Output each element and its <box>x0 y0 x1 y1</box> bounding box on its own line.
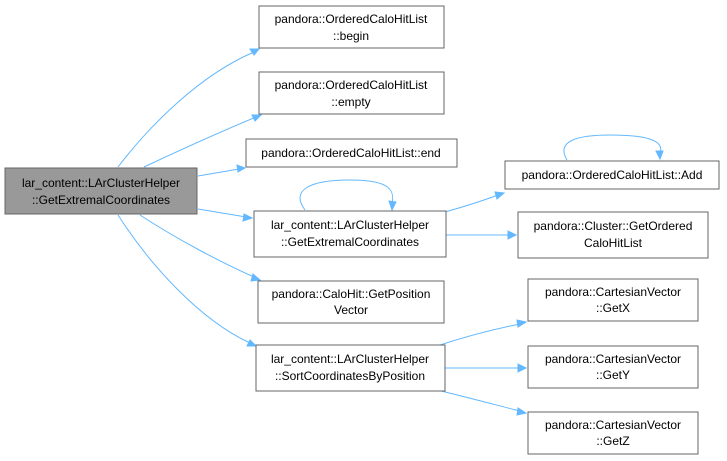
node-sort-coords-box <box>255 344 446 392</box>
edge-sort-to-get-z <box>436 389 521 412</box>
arrow-add-self-loop <box>655 150 664 161</box>
node-get-z-line2: ::GetZ <box>596 434 629 448</box>
edge-root-to-get-extremal <box>197 208 247 218</box>
node-get-x-line2: ::GetX <box>596 301 630 315</box>
edges <box>117 48 664 416</box>
node-end-box <box>245 138 458 168</box>
node-get-x-box <box>527 278 699 322</box>
node-get-position-line1: pandora::CaloHit::GetPosition <box>272 287 431 301</box>
node-ordered-calo-hit-list-empty[interactable]: pandora::OrderedCaloHitList ::empty <box>258 71 445 115</box>
edge-root-to-begin <box>117 51 255 168</box>
arrow-root-to-sort-coords <box>246 339 258 347</box>
arrow-get-extremal-to-add <box>494 191 506 200</box>
node-root-line1: lar_content::LArClusterHelper <box>22 176 180 190</box>
arrow-root-to-get-position <box>250 273 262 282</box>
node-sort-coords-line1: lar_content::LArClusterHelper <box>271 352 429 366</box>
node-get-ordered-line1: pandora::Cluster::GetOrdered <box>534 219 693 233</box>
node-cartesian-vector-get-z[interactable]: pandora::CartesianVector ::GetZ <box>527 411 699 455</box>
node-get-position-line2: Vector <box>334 303 368 317</box>
node-get-x-line1: pandora::CartesianVector <box>545 285 681 299</box>
arrow-sort-to-get-x <box>516 319 528 328</box>
arrow-get-extremal-self-loop <box>388 200 397 212</box>
node-get-extremal-box <box>253 210 447 258</box>
edge-add-self-loop <box>563 134 662 161</box>
node-root-get-extremal-coordinates[interactable]: lar_content::LArClusterHelper ::GetExtre… <box>4 167 198 215</box>
node-get-y-line1: pandora::CartesianVector <box>545 352 681 366</box>
node-get-ordered-box <box>517 211 709 259</box>
arrow-root-to-empty <box>251 114 263 122</box>
arrow-root-to-end <box>236 164 247 173</box>
arrow-root-to-begin <box>249 48 261 56</box>
node-cartesian-vector-get-y[interactable]: pandora::CartesianVector ::GetY <box>527 345 699 389</box>
node-root-box <box>4 167 198 215</box>
node-cluster-get-ordered-calo-hit-list[interactable]: pandora::Cluster::GetOrdered CaloHitList <box>517 211 709 259</box>
arrow-sort-to-get-y <box>517 363 528 373</box>
edge-root-to-end <box>197 168 240 177</box>
node-empty-box <box>258 71 445 115</box>
node-empty-line2: ::empty <box>331 95 370 109</box>
node-cartesian-vector-get-x[interactable]: pandora::CartesianVector ::GetX <box>527 278 699 322</box>
node-sort-coords-line2: ::SortCoordinatesByPosition <box>275 369 425 383</box>
node-add-box <box>504 160 720 190</box>
node-get-y-box <box>527 345 699 389</box>
node-ordered-calo-hit-list-end[interactable]: pandora::OrderedCaloHitList::end <box>245 138 458 168</box>
node-begin-line1: pandora::OrderedCaloHitList <box>275 12 428 26</box>
node-add-line1: pandora::OrderedCaloHitList::Add <box>522 168 703 182</box>
node-empty-line1: pandora::OrderedCaloHitList <box>275 78 428 92</box>
node-begin-box <box>258 5 445 49</box>
edge-root-to-sort-coords <box>117 214 251 344</box>
arrow-sort-to-get-z <box>516 407 528 416</box>
edge-sort-to-get-x <box>436 323 521 347</box>
node-begin-line2: ::begin <box>333 29 369 43</box>
arrow-root-to-get-extremal <box>242 213 254 222</box>
node-calo-hit-get-position-vector[interactable]: pandora::CaloHit::GetPosition Vector <box>257 280 445 324</box>
node-get-ordered-line2: CaloHitList <box>584 236 643 250</box>
edge-root-to-get-position <box>139 214 255 278</box>
node-lar-cluster-helper-sort-coordinates-by-position[interactable]: lar_content::LArClusterHelper ::SortCoor… <box>255 344 446 392</box>
node-get-y-line2: ::GetY <box>596 368 630 382</box>
edge-get-extremal-self-loop <box>299 179 394 211</box>
node-lar-cluster-helper-get-extremal-coordinates[interactable]: lar_content::LArClusterHelper ::GetExtre… <box>253 210 447 258</box>
node-get-z-line1: pandora::CartesianVector <box>545 418 681 432</box>
node-root-line2: ::GetExtremalCoordinates <box>32 193 170 207</box>
node-end-line1: pandora::OrderedCaloHitList::end <box>261 146 440 160</box>
node-get-z-box <box>527 411 699 455</box>
node-get-position-box <box>257 280 445 324</box>
edge-root-to-empty <box>143 116 257 168</box>
node-get-extremal-line2: ::GetExtremalCoordinates <box>281 235 419 249</box>
node-get-extremal-line1: lar_content::LArClusterHelper <box>271 218 429 232</box>
node-ordered-calo-hit-list-begin[interactable]: pandora::OrderedCaloHitList ::begin <box>258 5 445 49</box>
arrow-get-extremal-to-get-ordered <box>507 230 518 240</box>
edge-get-extremal-to-add <box>444 194 499 213</box>
node-ordered-calo-hit-list-add[interactable]: pandora::OrderedCaloHitList::Add <box>504 160 720 190</box>
